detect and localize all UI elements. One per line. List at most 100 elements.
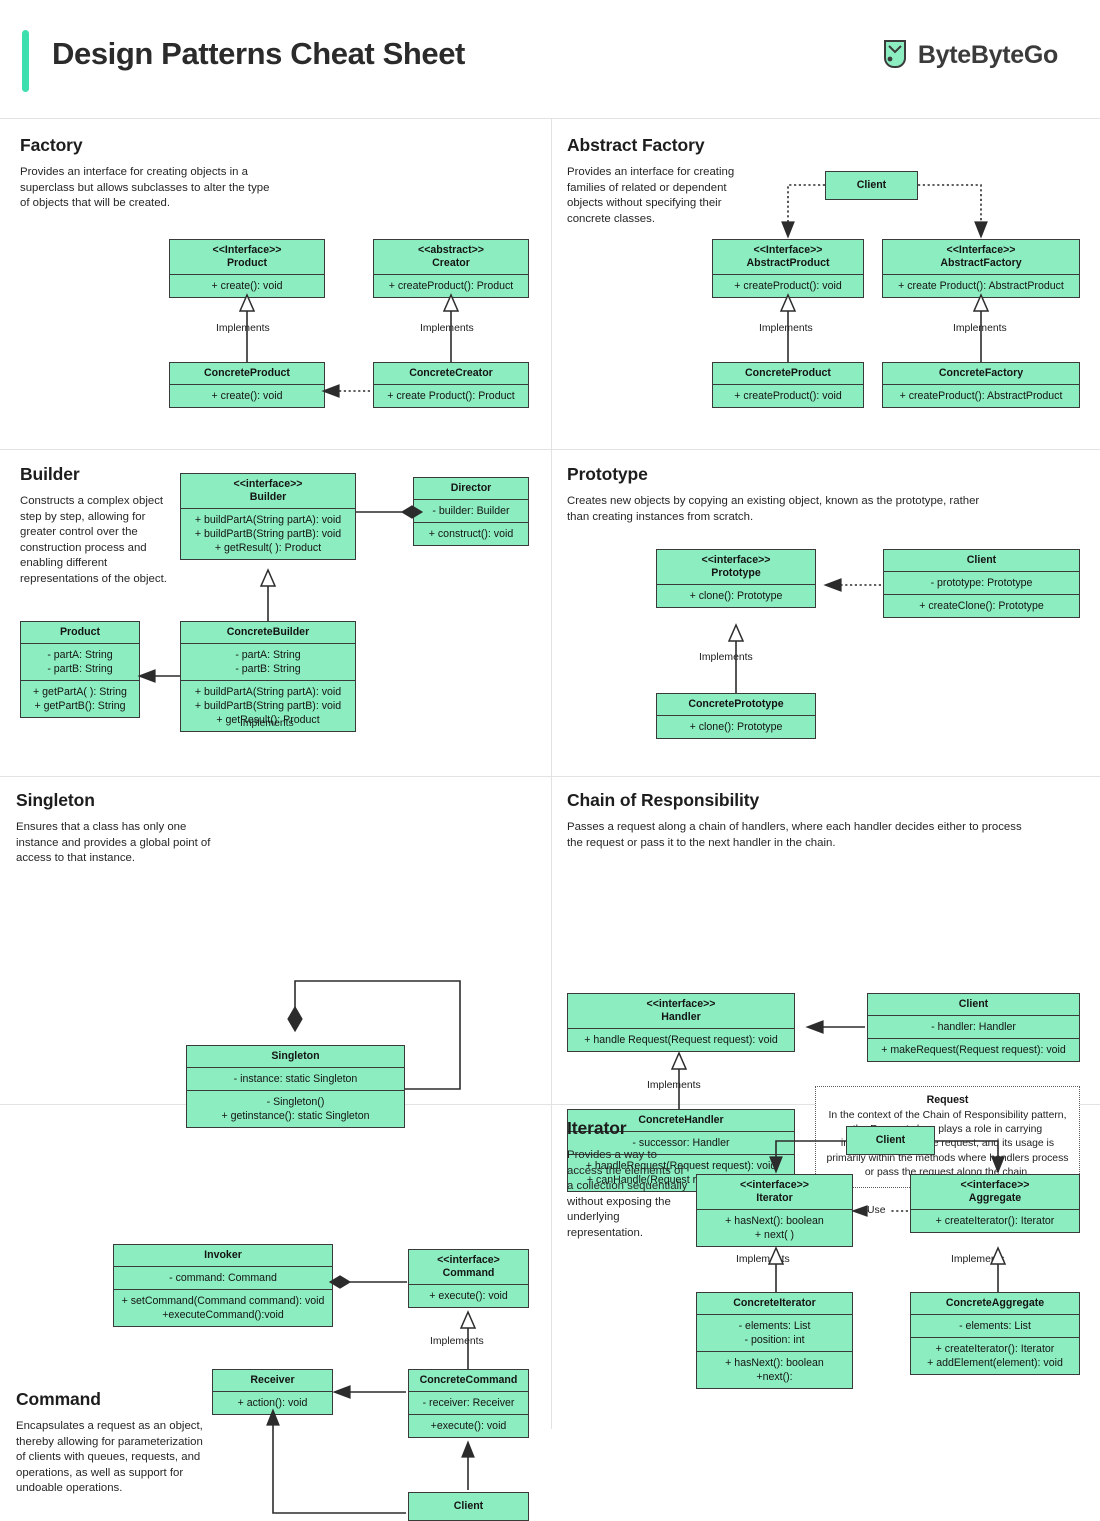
uml-row: + handle Request(Request request): void (568, 1028, 794, 1051)
section-title-factory: Factory (20, 135, 83, 155)
section-desc-chain-of-responsibility: Passes a request along a chain of handle… (567, 821, 1022, 849)
uml-header: <<Interface>>AbstractProduct (746, 244, 830, 270)
section-title-iterator: Iterator (567, 1118, 627, 1138)
uml-header: ConcreteFactory (938, 367, 1024, 379)
edge-label-implements: Implements (951, 1254, 1005, 1265)
uml-box-abstract-factory: <<Interface>>AbstractFactory + create Pr… (882, 239, 1080, 299)
uml-row: + clone(): Prototype (657, 715, 815, 738)
uml-header: ConcreteAggregate (945, 1297, 1045, 1309)
brand-name: ByteByteGo (917, 41, 1058, 69)
uml-row: + createIterator(): Iterator (911, 1209, 1079, 1232)
uml-row: + buildPartA(String partA): void + build… (181, 680, 355, 731)
uml-box-command: <<interface>Command + execute(): void (408, 1249, 529, 1309)
uml-row: - partA: String - partB: String (181, 643, 355, 680)
uml-box-concrete-product: ConcreteProduct + create(): void (169, 362, 325, 409)
uml-box-handler: <<interface>>Handler + handle Request(Re… (567, 993, 795, 1053)
uml-header: Client (958, 998, 989, 1010)
uml-header: ConcreteIterator (733, 1297, 816, 1309)
uml-box-invoker: Invoker - command: Command + setCommand(… (113, 1244, 333, 1328)
uml-box-concrete-command: ConcreteCommand - receiver: Receiver +ex… (408, 1369, 529, 1439)
section-desc-builder: Constructs a complex object step by step… (20, 495, 167, 585)
edge-label-implements: Implements (216, 323, 270, 334)
uml-row: + hasNext(): boolean + next( ) (697, 1209, 852, 1246)
uml-header: <<interface>>Handler (646, 998, 716, 1024)
section-prototype: Prototype Creates new objects by copying… (551, 449, 1100, 776)
uml-row: - elements: List - position: int (697, 1314, 852, 1351)
accent-bar (22, 30, 29, 92)
uml-row: - handler: Handler (868, 1015, 1079, 1038)
section-title-singleton: Singleton (16, 790, 95, 810)
section-command: Command Encapsulates a request as an obj… (0, 1104, 551, 1521)
section-singleton: Singleton Ensures that a class has only … (0, 776, 551, 1129)
uml-header: ConcreteBuilder (226, 626, 310, 638)
uml-row: + create(): void (170, 274, 324, 297)
uml-row: + create Product(): Product (374, 384, 528, 407)
page-header: Design Patterns Cheat Sheet ByteByteGo (0, 0, 1100, 119)
uml-row: + makeRequest(Request request): void (868, 1038, 1079, 1061)
uml-row: + create Product(): AbstractProduct (883, 274, 1079, 297)
uml-header: <<interface>>Iterator (740, 1179, 809, 1205)
uml-header: Client (875, 1134, 906, 1146)
uml-box-concrete-prototype: ConcretePrototype + clone(): Prototype (656, 693, 816, 740)
uml-row: +execute(): void (409, 1414, 528, 1437)
edge-label-implements: Implements (430, 1336, 484, 1347)
uml-header: <<abstract>>Creator (418, 244, 484, 270)
note-title: Request (926, 1094, 969, 1106)
uml-header: ConcreteCreator (409, 367, 493, 379)
edge-label-implements: Implements (420, 323, 474, 334)
uml-header: Director (450, 482, 492, 494)
uml-row: + action(): void (213, 1391, 332, 1414)
edge-label-implements: Implements (699, 652, 753, 663)
uml-header: Singleton (271, 1050, 320, 1062)
uml-row: + buildPartA(String partA): void + build… (181, 508, 355, 559)
uml-header: ConcreteProduct (204, 367, 290, 379)
uml-row: + createProduct(): AbstractProduct (883, 384, 1079, 407)
uml-box-concrete-iterator: ConcreteIterator - elements: List - posi… (696, 1292, 853, 1390)
brand-logo: ByteByteGo (881, 38, 1058, 73)
section-title-builder: Builder (20, 464, 80, 484)
uml-row: + construct(): void (414, 522, 528, 545)
uml-header: <<interface>>Prototype (701, 554, 771, 580)
edge-label-implements: Implements (759, 323, 813, 334)
section-desc-command: Encapsulates a request as an object, the… (16, 1420, 203, 1495)
section-title-chain-of-responsibility: Chain of Responsibility (567, 790, 760, 810)
uml-row: + hasNext(): boolean +next(): (697, 1351, 852, 1388)
section-builder: Builder Constructs a complex object step… (0, 449, 551, 776)
uml-header: Client (966, 554, 997, 566)
uml-header: ConcreteHandler (638, 1114, 724, 1126)
uml-row: + execute(): void (409, 1284, 528, 1307)
section-desc-prototype: Creates new objects by copying an existi… (567, 495, 980, 523)
edge-label-implements: Implements (736, 1254, 790, 1265)
section-iterator: Iterator Provides a way to access the el… (551, 1104, 1100, 1429)
bytebytego-logo-icon (881, 38, 909, 73)
uml-box-prototype: <<interface>>Prototype + clone(): Protot… (656, 549, 816, 609)
uml-box-product: Product - partA: String - partB: String … (20, 621, 140, 719)
uml-row: - builder: Builder (414, 499, 528, 522)
uml-box-concrete-factory: ConcreteFactory + createProduct(): Abstr… (882, 362, 1080, 409)
uml-row: - Singleton() + getinstance(): static Si… (187, 1090, 404, 1127)
uml-header: <<interface>Command (437, 1254, 500, 1280)
uml-row: + createProduct(): void (713, 384, 863, 407)
section-desc-singleton: Ensures that a class has only one instan… (16, 821, 211, 865)
edge-label-implements: Implements (953, 323, 1007, 334)
uml-row: + createIterator(): Iterator + addElemen… (911, 1337, 1079, 1374)
uml-row: + setCommand(Command command): void +exe… (114, 1289, 332, 1326)
uml-row: - command: Command (114, 1266, 332, 1289)
uml-row: - successor: Handler (568, 1131, 794, 1154)
uml-header: <<interface>>Builder (233, 478, 303, 504)
section-abstract-factory: Abstract Factory Provides an interface f… (551, 119, 1100, 449)
section-desc-abstract-factory: Provides an interface for creating famil… (567, 166, 735, 225)
uml-box-client: Client (846, 1126, 935, 1156)
uml-box-client: Client (825, 171, 918, 201)
uml-row: - partA: String - partB: String (21, 643, 139, 680)
uml-box-abstract-product: <<Interface>>AbstractProduct + createPro… (712, 239, 864, 299)
section-title-command: Command (16, 1389, 101, 1409)
uml-header: ConcretePrototype (688, 698, 784, 710)
uml-row: - receiver: Receiver (409, 1391, 528, 1414)
uml-header: ConcreteProduct (745, 367, 831, 379)
section-title-abstract-factory: Abstract Factory (567, 135, 705, 155)
uml-header: Client (453, 1500, 484, 1512)
uml-box-aggregate: <<interface>>Aggregate + createIterator(… (910, 1174, 1080, 1234)
uml-header: <<Interface>>AbstractFactory (940, 244, 1022, 270)
